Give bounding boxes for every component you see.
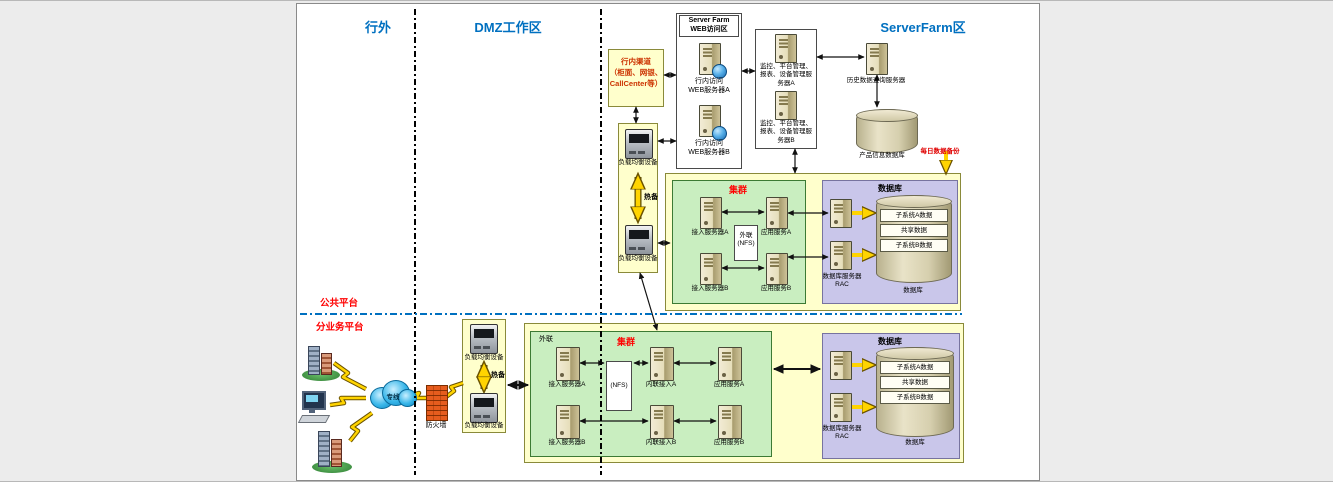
monitor-server-b-icon [775,91,797,120]
channel-box: 行内渠道 （柜面、网银、 CallCenter等） [608,49,664,107]
building-tower [331,439,342,467]
bot-access-server-b-label: 接入服务器B [548,439,586,446]
bottom-external-label: 外联 [539,336,553,343]
mid-app-server-a-label: 应用服务A [760,229,792,236]
platform-label-public: 公共平台 [320,298,359,309]
load-balancer-dmz-a-label: 负载均衡设备 [464,354,504,361]
office-building-icon [302,341,340,381]
bot-nfs-box: (NFS) [606,361,632,411]
mid-db-title: 数据库 [878,184,902,193]
load-balancer-dmz-b-icon [470,393,498,423]
bot-access-server-a-icon [556,347,580,381]
web-server-b-label: 行内访问 WEB服务器B [688,140,730,157]
bot-db-segment-a: 子系统A数据 [880,361,950,374]
web-server-a-label: 行内访问 WEB服务器A [688,78,730,95]
bottom-cluster-title: 集群 [616,337,635,347]
bot-access-server-a-label: 接入服务器A [548,381,586,388]
bot-rac-server-1-icon [830,351,852,380]
mid-app-server-b-icon [766,253,788,285]
bot-app-server-b-label: 应用服务B [713,439,745,446]
zone-label-outside: 行外 [364,20,391,35]
bot-app-server-a-icon [718,347,742,381]
building-tower [321,353,332,375]
load-balancer-top-b-label: 负载均衡设备 [618,255,658,262]
keyboard [297,415,331,423]
globe-icon [712,126,727,141]
mid-nfs-box: 外联 (NFS) [734,225,758,261]
platform-label-business: 分业务平台 [316,322,364,333]
globe-icon [712,64,727,79]
product-db-label: 产品信息数据库 [859,152,905,159]
zone-divider-dmz-serverfarm [600,9,602,475]
mid-rac-server-1-icon [830,199,852,228]
web-area-title: Server Farm WEB访问区 [679,15,739,37]
monitor-server-a-label: 监控、平台管理、报表、设备管理服务器A [760,63,812,87]
load-balancer-dmz-a-icon [470,324,498,354]
bot-rac-server-2-icon [830,393,852,422]
monitor-server-b-label: 监控、平台管理、报表、设备管理服务器B [760,120,812,144]
stand [309,410,315,413]
bot-app-server-a-label: 应用服务A [713,381,745,388]
bot-app-server-b-icon [718,405,742,439]
building-tower [318,431,330,467]
history-server-label: 历史数据查询服务器 [846,77,906,84]
zone-label-serverfarm: ServerFarm区 [880,20,966,35]
mid-app-server-a-icon [766,197,788,229]
zone-divider-outside-dmz [414,9,416,475]
load-balancer-top-a-label: 负载均衡设备 [618,159,658,166]
bot-inner-access-b-label: 内联接入B [645,439,677,446]
firewall-label: 防火墙 [425,422,447,429]
bot-access-server-b-icon [556,405,580,439]
mid-db-segment-b: 子系统B数据 [880,239,948,252]
zone-label-dmz: DMZ工作区 [474,20,542,35]
mid-access-server-a-icon [700,197,722,229]
mid-access-server-b-icon [700,253,722,285]
firewall-icon [426,385,448,421]
mid-rac-server-2-icon [830,241,852,270]
bottom-db-title: 数据库 [878,337,902,346]
mid-access-server-b-label: 接入服务器B [691,285,729,292]
load-balancer-top-a-icon [625,129,653,159]
load-balancer-dmz-b-label: 负载均衡设备 [464,422,504,429]
mid-rac-label: 数据库服务器 RAC [822,273,862,289]
load-balancer-top-b-icon [625,225,653,255]
desktop-computer-icon [297,391,332,423]
wan-cloud-icon: 专线 [370,379,417,411]
daily-backup-label: 每日数据备份 [920,148,960,155]
hot-standby-top-label: 热备 [644,194,658,201]
web-server-b-icon [699,105,727,141]
bot-inner-access-a-icon [650,347,674,381]
mid-db-cylinder-label: 数据库 [903,287,923,294]
bot-inner-access-a-label: 内联接入A [645,381,677,388]
hot-standby-dmz-label: 热备 [491,372,505,379]
office-building-icon [312,425,352,473]
bot-db-segment-shared: 共享数据 [880,376,950,389]
web-access-box [676,13,742,169]
platform-divider-line [300,313,962,315]
mid-db-segment-a: 子系统A数据 [880,209,948,222]
bot-inner-access-b-icon [650,405,674,439]
screen [306,395,318,402]
bot-rac-label: 数据库服务器 RAC [822,425,862,441]
mid-app-server-b-label: 应用服务B [760,285,792,292]
leased-line-label: 专线 [386,394,400,401]
monitor-box [755,29,817,149]
bot-db-cylinder-label: 数据库 [905,439,925,446]
cloud-blob [398,389,417,407]
product-db-cylinder-icon [856,109,918,153]
web-server-a-icon [699,43,727,79]
mid-access-server-a-label: 接入服务器A [691,229,729,236]
history-server-icon [866,43,888,75]
mid-cluster-title: 集群 [728,185,747,195]
building-tower [308,346,320,375]
bot-db-segment-b: 子系统B数据 [880,391,950,404]
monitor-server-a-icon [775,34,797,63]
mid-db-segment-shared: 共享数据 [880,224,948,237]
